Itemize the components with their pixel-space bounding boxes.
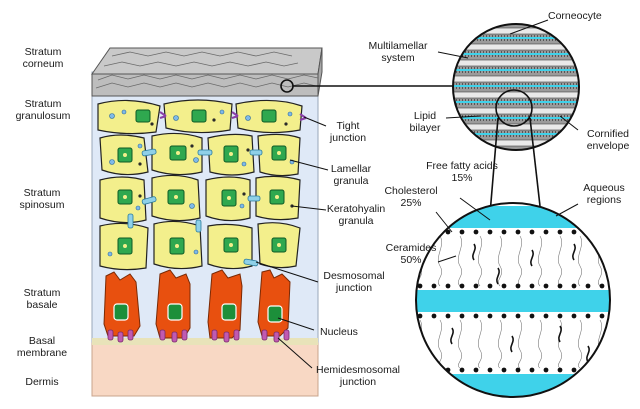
label-stratum-basale: Stratum basale xyxy=(2,287,82,311)
label-stratum-corneum: Stratum corneum xyxy=(4,46,82,70)
label-multilamellar-system: Multilamellar system xyxy=(356,40,440,64)
label-basal-membrane: Basal membrane xyxy=(2,335,82,359)
label-dermis: Dermis xyxy=(2,376,82,388)
lipid-zoom-circle xyxy=(410,198,620,400)
label-stratum-spinosum: Stratum spinosum xyxy=(2,187,82,211)
label-cornified-envelope: Cornified envelope xyxy=(576,128,640,152)
label-cholesterol: Cholesterol 25% xyxy=(372,185,450,209)
label-ceramides: Ceramides 50% xyxy=(378,242,444,266)
label-lipid-bilayer: Lipid bilayer xyxy=(402,110,448,134)
label-hemidesmosomal-junction: Hemidesmosomal junction xyxy=(308,364,408,388)
label-aqueous-regions: Aqueous regions xyxy=(572,182,636,206)
label-corneocyte: Corneocyte xyxy=(548,10,628,22)
label-nucleus: Nucleus xyxy=(320,326,380,338)
dermis-layer xyxy=(92,343,318,396)
stratum-corneum-slab xyxy=(92,48,322,96)
label-stratum-granulosum: Stratum granulosum xyxy=(0,98,86,122)
label-lamellar-granula: Lamellar granula xyxy=(318,163,384,187)
label-desmosomal-junction: Desmosomal junction xyxy=(314,270,394,294)
label-free-fatty-acids: Free fatty acids 15% xyxy=(412,160,512,184)
label-tight-junction: Tight junction xyxy=(318,120,378,144)
